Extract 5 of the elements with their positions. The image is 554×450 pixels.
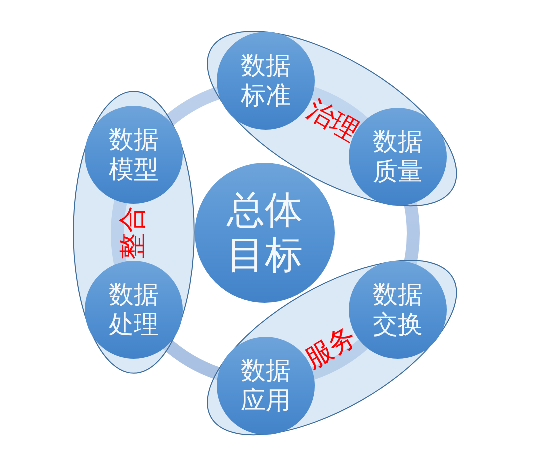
circle: 数据模型 [85, 106, 183, 204]
goal-circle: 总体目标 [195, 163, 335, 303]
circle: 数据处理 [85, 261, 183, 359]
group-label: 整合 [120, 206, 146, 260]
ellipse-band [73, 91, 195, 374]
